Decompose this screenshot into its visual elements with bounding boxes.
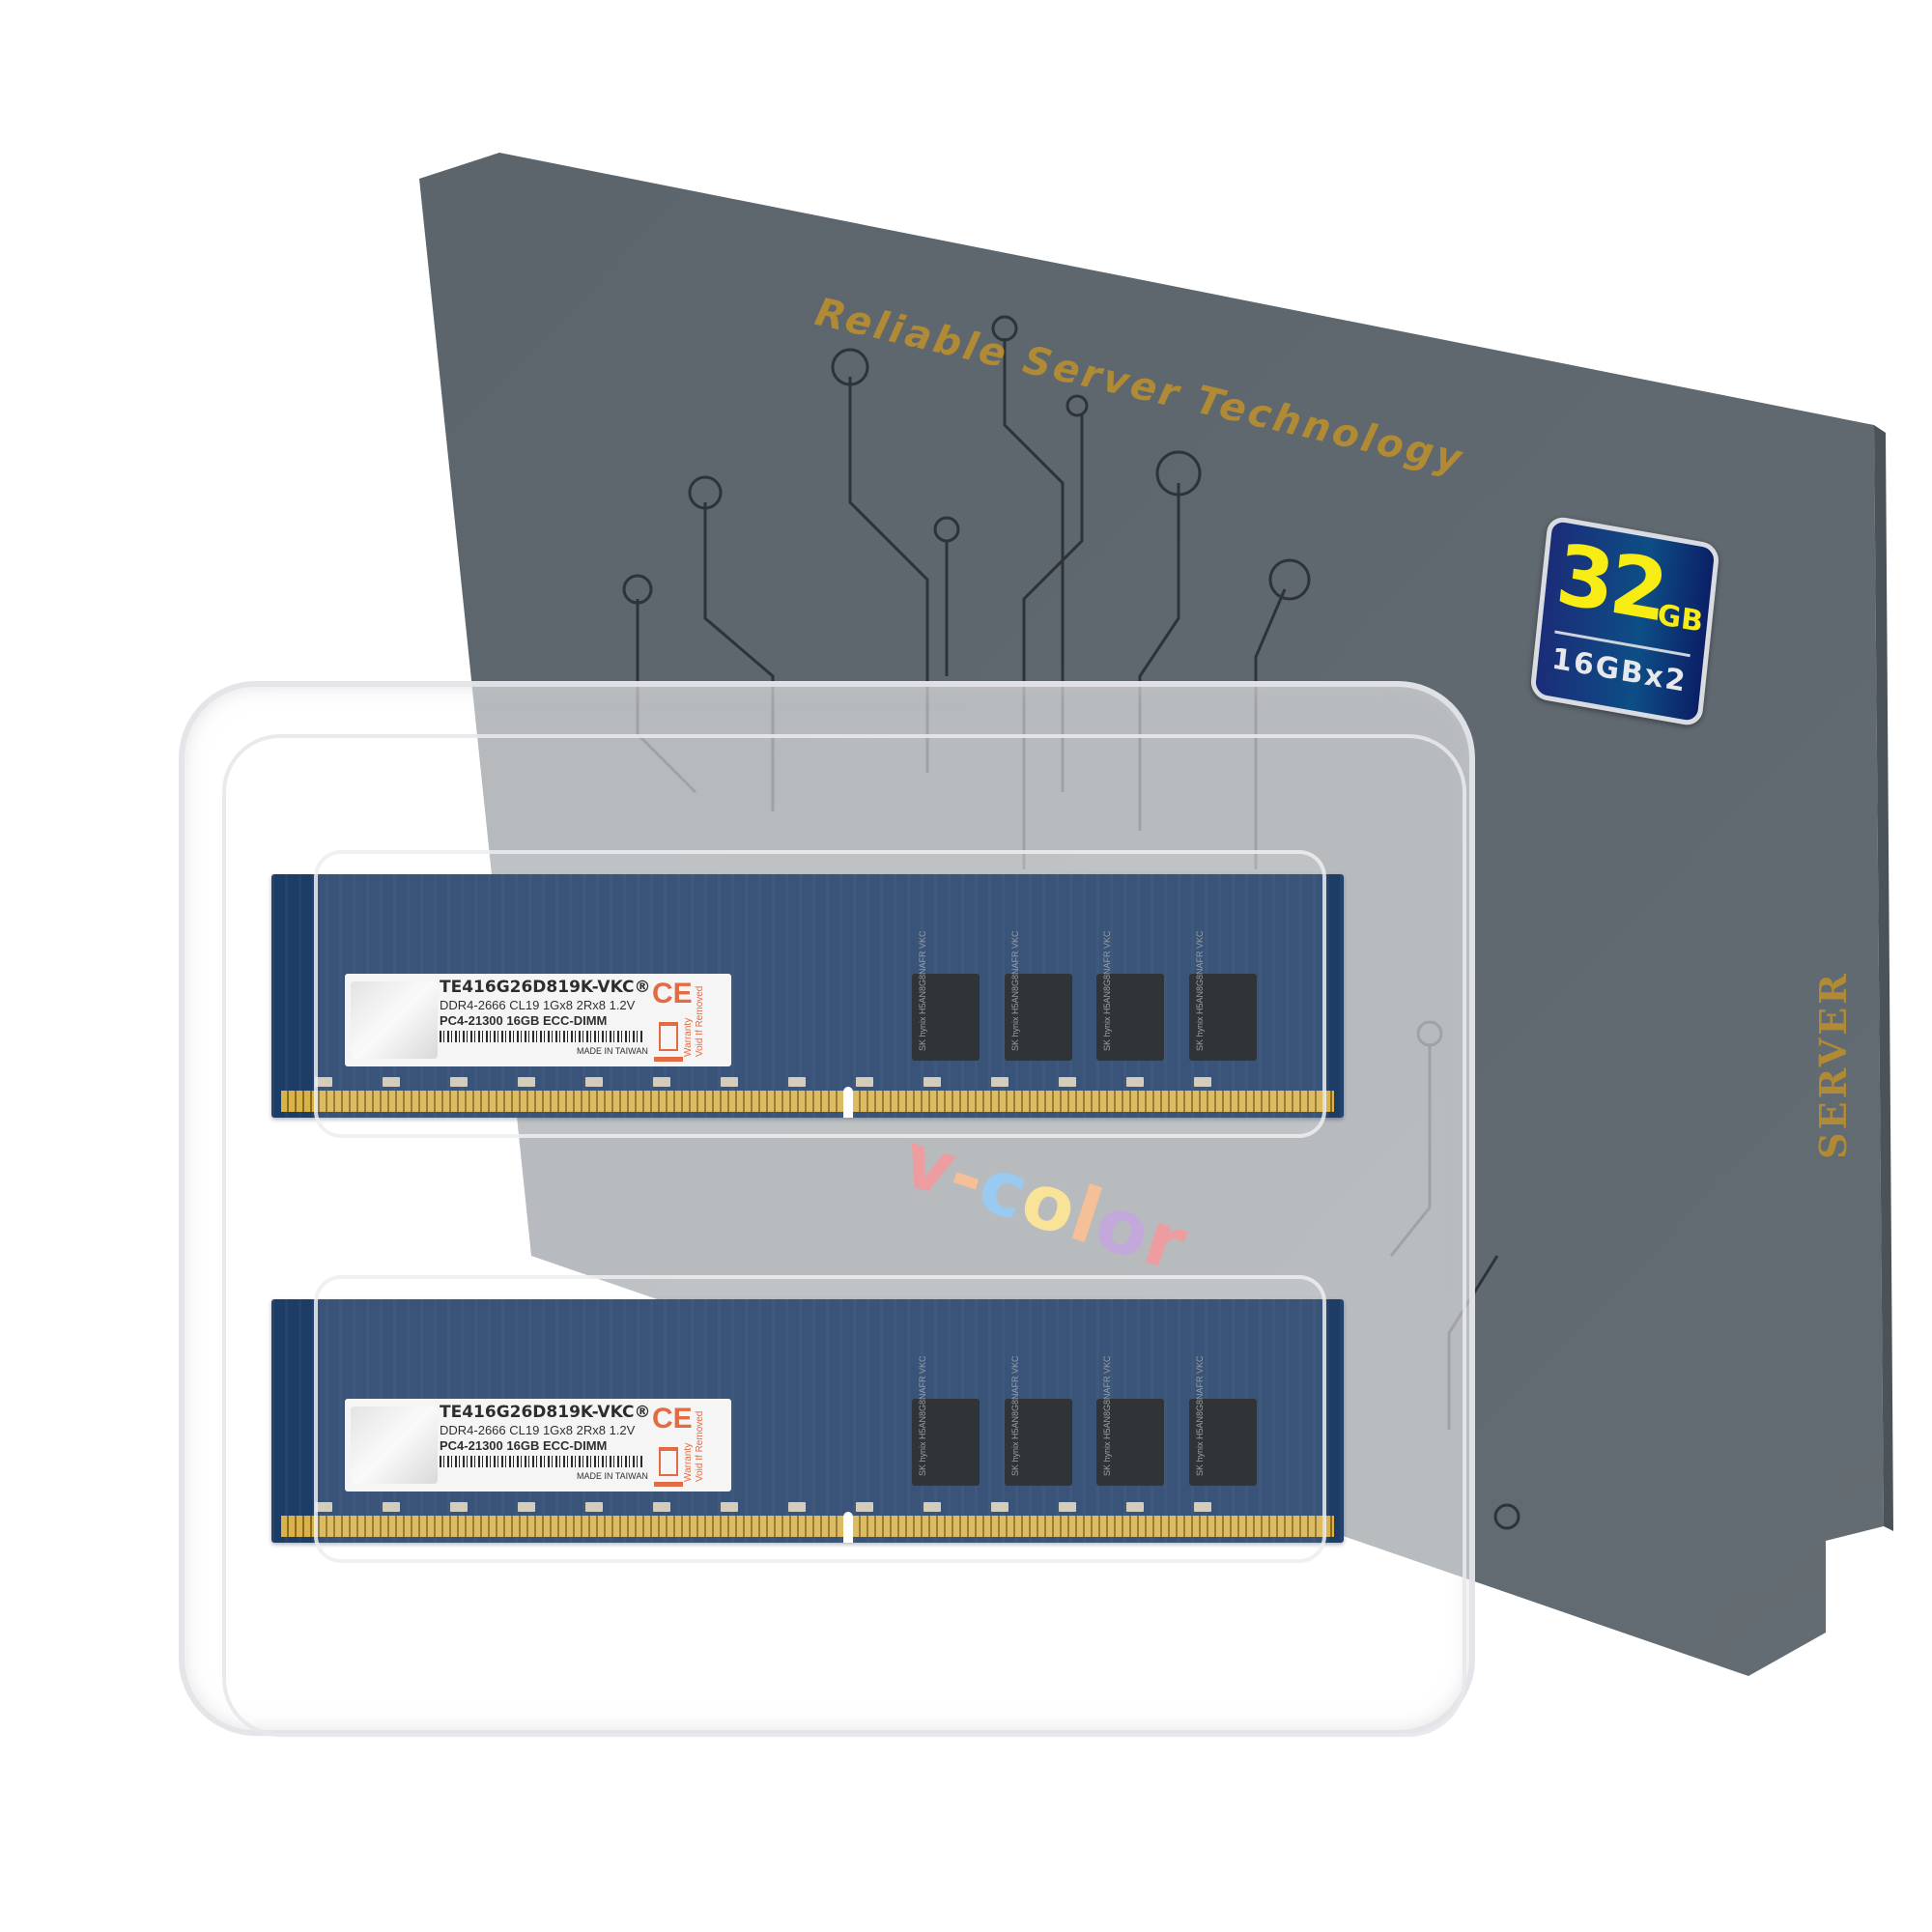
tray-inner-rim	[222, 734, 1466, 1737]
weee-bin-icon	[659, 1022, 678, 1051]
smd-component	[1194, 1502, 1211, 1512]
smd-component	[383, 1077, 400, 1087]
module-label: TE416G26D819K-VKC® DDR4-2666 CL19 1Gx8 2…	[345, 1399, 731, 1492]
ram-module: TE416G26D819K-VKC® DDR4-2666 CL19 1Gx8 2…	[271, 1299, 1344, 1543]
smd-component	[518, 1502, 535, 1512]
weee-bar	[654, 1482, 683, 1487]
smd-component	[923, 1502, 941, 1512]
gold-contacts	[281, 1516, 1334, 1537]
ce-mark: CE	[652, 978, 693, 1009]
smd-component	[383, 1502, 400, 1512]
weee-bin-icon	[659, 1447, 678, 1476]
spec-line: DDR4-2666 CL19 1Gx8 2Rx8 1.2V	[440, 1423, 636, 1437]
origin-text: MADE IN TAIWAN	[577, 1471, 648, 1481]
smd-component	[721, 1077, 738, 1087]
key-notch	[843, 1512, 853, 1543]
part-number: TE416G26D819K-VKC®	[440, 1403, 651, 1422]
spec-line: DDR4-2666 CL19 1Gx8 2Rx8 1.2V	[440, 998, 636, 1012]
smd-component	[856, 1077, 873, 1087]
barcode	[440, 1456, 642, 1467]
capacity-unit: GB	[1656, 597, 1705, 639]
smd-component	[585, 1502, 603, 1512]
smd-component	[450, 1077, 468, 1087]
spec-line-2: PC4-21300 16GB ECC-DIMM	[440, 1438, 608, 1453]
hologram-sticker	[351, 1406, 438, 1484]
smd-component	[1059, 1502, 1076, 1512]
smd-component	[1194, 1077, 1211, 1087]
smd-component	[856, 1502, 873, 1512]
hologram-sticker	[351, 981, 438, 1059]
dram-chip: SK hynix H5AN8G8NAFR VKC	[1096, 1355, 1164, 1486]
weee-bar	[654, 1057, 683, 1062]
smd-component	[315, 1502, 332, 1512]
capacity-total: 32	[1551, 526, 1669, 641]
smd-component	[450, 1502, 468, 1512]
ram-module: TE416G26D819K-VKC® DDR4-2666 CL19 1Gx8 2…	[271, 874, 1344, 1118]
box-edge	[1874, 425, 1893, 1531]
smd-component	[721, 1502, 738, 1512]
smd-component	[788, 1077, 806, 1087]
capacity-badge: 32 GB 16GBx2	[1529, 514, 1720, 728]
dram-chip: SK hynix H5AN8G8NAFR VKC	[1096, 930, 1164, 1061]
smd-component	[1126, 1077, 1144, 1087]
dram-chip: SK hynix H5AN8G8NAFR VKC	[1189, 930, 1257, 1061]
smd-component	[991, 1502, 1009, 1512]
dram-chip: SK hynix H5AN8G8NAFR VKC	[1005, 930, 1072, 1061]
smd-component	[788, 1502, 806, 1512]
barcode	[440, 1031, 642, 1042]
smd-component	[1126, 1502, 1144, 1512]
dram-chip: SK hynix H5AN8G8NAFR VKC	[912, 930, 980, 1061]
module-label: TE416G26D819K-VKC® DDR4-2666 CL19 1Gx8 2…	[345, 974, 731, 1066]
tray-slot	[314, 850, 1326, 1138]
smd-component	[923, 1077, 941, 1087]
dram-chip: SK hynix H5AN8G8NAFR VKC	[1005, 1355, 1072, 1486]
key-notch	[843, 1087, 853, 1118]
gold-contacts	[281, 1091, 1334, 1112]
smd-component	[518, 1077, 535, 1087]
smd-component	[1059, 1077, 1076, 1087]
smd-component	[315, 1077, 332, 1087]
tray-slot	[314, 1275, 1326, 1563]
dram-chip: SK hynix H5AN8G8NAFR VKC	[1189, 1355, 1257, 1486]
box-side-label: SERVER	[1810, 971, 1855, 1159]
smd-component	[653, 1502, 670, 1512]
origin-text: MADE IN TAIWAN	[577, 1046, 648, 1056]
spec-line-2: PC4-21300 16GB ECC-DIMM	[440, 1013, 608, 1028]
part-number: TE416G26D819K-VKC®	[440, 978, 651, 997]
smd-component	[653, 1077, 670, 1087]
ce-mark: CE	[652, 1403, 693, 1435]
dram-chip: SK hynix H5AN8G8NAFR VKC	[912, 1355, 980, 1486]
smd-component	[991, 1077, 1009, 1087]
smd-component	[585, 1077, 603, 1087]
